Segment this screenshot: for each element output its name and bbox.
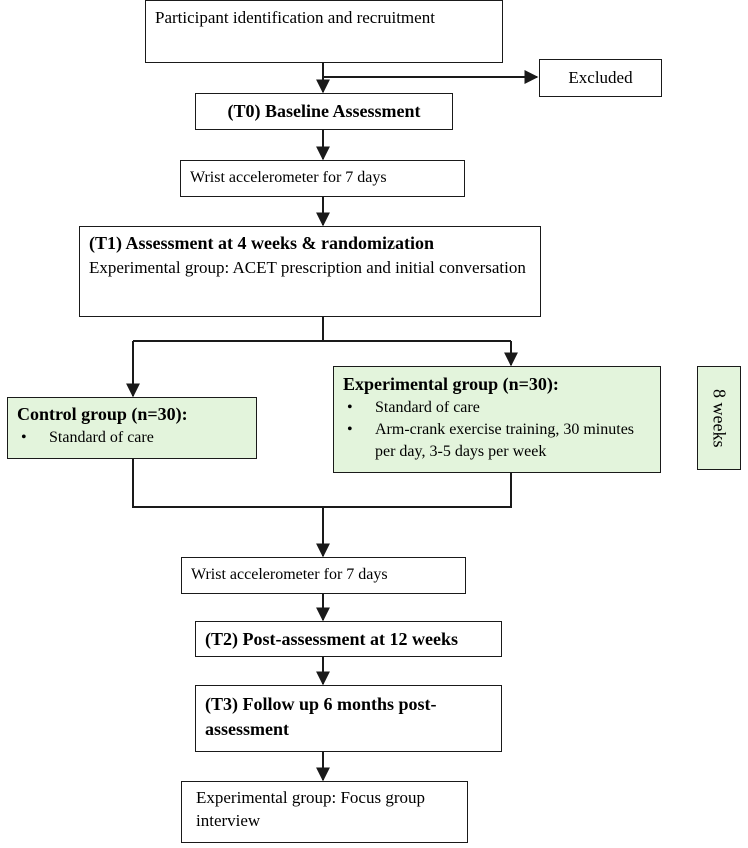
wrist-accelerometer-box-1: Wrist accelerometer for 7 days bbox=[180, 160, 465, 197]
excluded-box: Excluded bbox=[539, 59, 662, 97]
t2-text: (T2) Post-assessment at 12 weeks bbox=[205, 628, 458, 649]
duration-box: 8 weeks bbox=[697, 366, 741, 470]
control-title: Control group (n=30): bbox=[17, 404, 188, 424]
t3-text: (T3) Follow up 6 months post-assessment bbox=[205, 694, 437, 739]
excluded-text: Excluded bbox=[568, 68, 633, 88]
t0-text: (T0) Baseline Assessment bbox=[227, 101, 421, 122]
experimental-item-1: Standard of care bbox=[343, 397, 651, 419]
t1-title: (T1) Assessment at 4 weeks & randomizati… bbox=[89, 233, 434, 253]
focus-group-box: Experimental group: Focus group intervie… bbox=[181, 781, 468, 843]
t1-body: Experimental group: ACET prescription an… bbox=[89, 257, 526, 277]
control-list: Standard of care bbox=[17, 427, 247, 449]
focus-text: Experimental group: Focus group intervie… bbox=[196, 788, 425, 831]
t0-baseline-box: (T0) Baseline Assessment bbox=[195, 93, 453, 130]
t3-follow-up-box: (T3) Follow up 6 months post-assessment bbox=[195, 685, 502, 752]
control-group-box: Control group (n=30): Standard of care bbox=[7, 397, 257, 459]
experimental-title: Experimental group (n=30): bbox=[343, 374, 559, 394]
recruitment-text: Participant identification and recruitme… bbox=[155, 8, 435, 27]
split-lines bbox=[133, 316, 324, 342]
experimental-list: Standard of care Arm-crank exercise trai… bbox=[343, 397, 651, 463]
recruitment-box: Participant identification and recruitme… bbox=[145, 0, 503, 63]
t1-assessment-box: (T1) Assessment at 4 weeks & randomizati… bbox=[79, 226, 541, 317]
wrist2-text: Wrist accelerometer for 7 days bbox=[191, 566, 388, 584]
wrist1-text: Wrist accelerometer for 7 days bbox=[190, 169, 387, 187]
t2-post-assessment-box: (T2) Post-assessment at 12 weeks bbox=[195, 621, 502, 657]
experimental-item-2: Arm-crank exercise training, 30 minutes … bbox=[343, 419, 651, 463]
wrist-accelerometer-box-2: Wrist accelerometer for 7 days bbox=[181, 557, 466, 594]
duration-text: 8 weeks bbox=[709, 388, 730, 448]
control-item: Standard of care bbox=[17, 427, 247, 449]
experimental-group-box: Experimental group (n=30): Standard of c… bbox=[333, 366, 661, 473]
